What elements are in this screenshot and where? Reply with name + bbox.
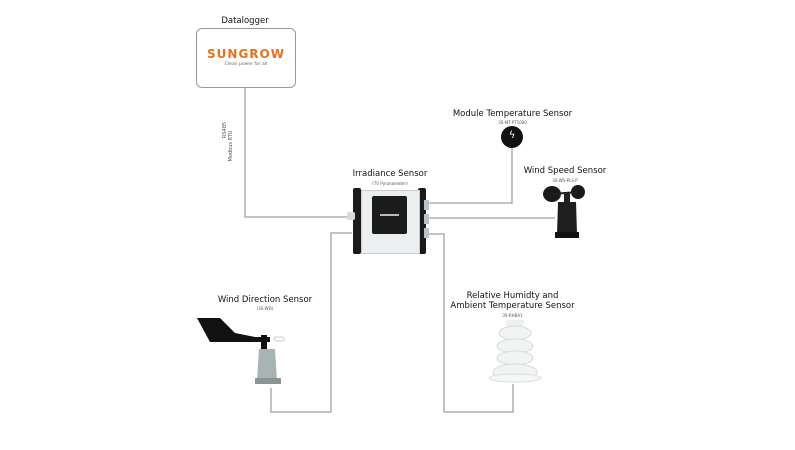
wind-direction-title: Wind Direction Sensor: [217, 295, 313, 305]
connection-mode: Modbus RTU: [228, 130, 234, 162]
humidity-model: 3S-RHBA1: [502, 313, 523, 318]
lightning-icon: ϟ: [508, 130, 516, 141]
module-temp-sensor-device: ϟ: [501, 126, 523, 148]
humidity-title-line2: Ambient Temperature Sensor: [450, 301, 575, 311]
cable-gland: [347, 212, 355, 220]
wind-direction-sensor-device: [197, 318, 285, 384]
datalogger-title: Datalogger: [221, 16, 269, 26]
module-temp-title: Module Temperature Sensor: [452, 109, 573, 119]
datalogger-device: SUNGROW Clean power for all: [196, 28, 296, 88]
wind-speed-model: 3S-WS-PLS-P: [552, 178, 578, 183]
wind-speed-title: Wind Speed Sensor: [523, 166, 607, 176]
module-temp-model: 3S-MT-PT1000: [498, 120, 527, 125]
irradiance-title: Irradiance Sensor: [352, 169, 428, 179]
sungrow-tagline: Clean power for all: [224, 62, 268, 67]
humidity-title-line1: Relative Humidty and: [466, 291, 559, 301]
wire-irradiance-wind-direction: [270, 232, 352, 413]
wind-speed-sensor-device: [543, 185, 585, 238]
wire-datalogger-irradiance: [244, 88, 358, 218]
irradiance-sensor-device: [347, 188, 429, 254]
sungrow-logo: SUNGROW: [207, 47, 285, 61]
sensor-window: [372, 196, 407, 234]
wire-irradiance-module-temp: [426, 148, 513, 204]
wind-direction-model: (3S-WD): [256, 306, 274, 311]
humidity-sensor-device: [488, 320, 542, 383]
irradiance-subtitle: (TV Pyranometer): [372, 181, 408, 186]
wire-irradiance-humidity: [426, 233, 514, 413]
